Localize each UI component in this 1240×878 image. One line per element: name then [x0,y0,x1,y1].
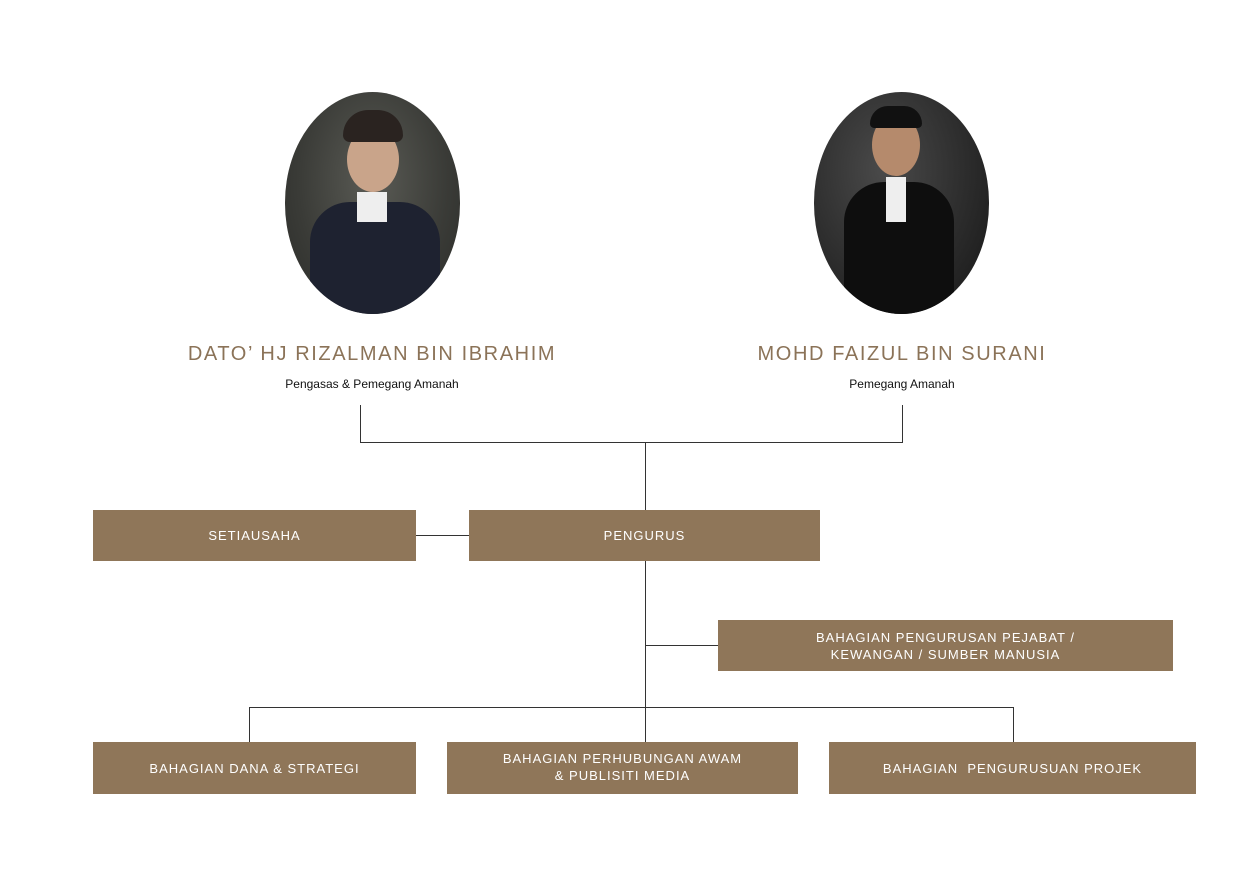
connector [902,405,903,442]
box-perhubungan-awam: BAHAGIAN PERHUBUNGAN AWAM & PUBLISITI ME… [447,742,798,794]
trustee-photo-rizalman [285,92,460,314]
connector [645,442,646,742]
connector [249,707,1014,708]
trustee-name-2: MOHD FAIZUL BIN SURANI [757,343,1047,365]
box-pengurus: PENGURUS [469,510,820,561]
trustee-role-1: Pengasas & Pemegang Amanah [285,377,459,391]
box-setiausaha: SETIAUSAHA [93,510,416,561]
box-pengurusan-pejabat: BAHAGIAN PENGURUSAN PEJABAT / KEWANGAN /… [718,620,1173,671]
trustee-photo-faizul [814,92,989,314]
trustee-name-1: DATO’ HJ RIZALMAN BIN IBRAHIM [187,343,557,365]
connector [1013,707,1014,742]
connector [249,707,250,742]
connector [416,535,469,536]
box-pengurusan-projek: BAHAGIAN PENGURUSUAN PROJEK [829,742,1196,794]
connector [360,405,361,442]
connector [360,442,903,443]
box-dana-strategi: BAHAGIAN DANA & STRATEGI [93,742,416,794]
connector [645,645,718,646]
trustee-role-2: Pemegang Amanah [849,377,955,391]
